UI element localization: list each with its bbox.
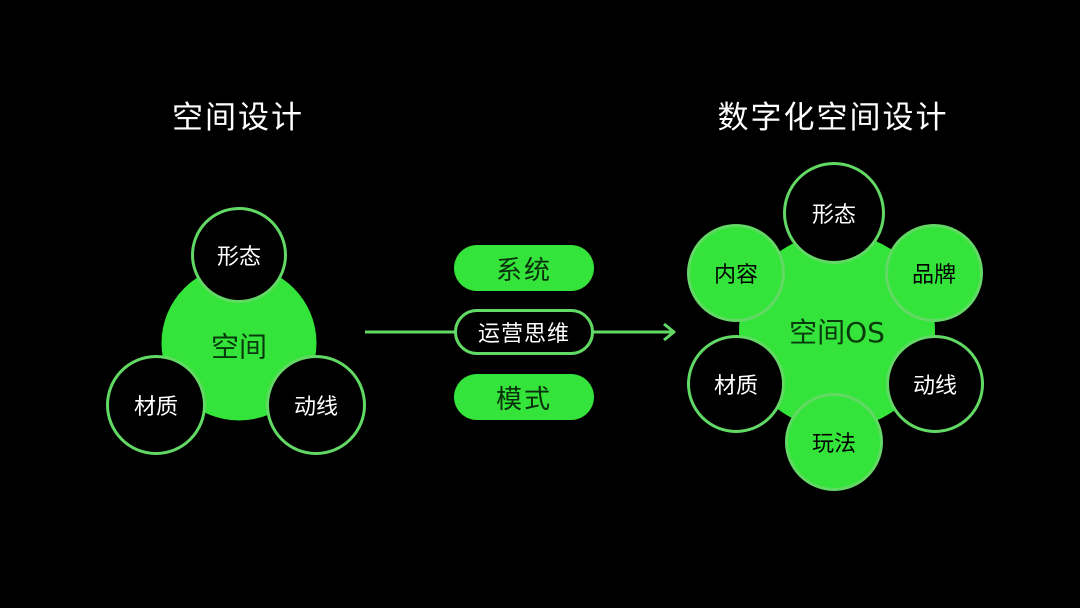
right-node-bottom: 玩法: [785, 393, 883, 491]
left-center-label: 空间: [210, 330, 267, 363]
right-node-bottom-left-label: 材质: [713, 374, 758, 399]
left-node-left-label: 材质: [133, 395, 178, 420]
left-title: 空间设计: [172, 100, 304, 136]
pill-mode: 模式: [454, 374, 594, 420]
pill-operation-thinking-label: 运营思维: [477, 322, 570, 347]
pill-mode-label: 模式: [495, 384, 552, 415]
pill-operation-thinking: 运营思维: [454, 309, 594, 355]
right-node-bottom-right-label: 动线: [912, 374, 957, 399]
left-node-top-label: 形态: [216, 245, 261, 270]
left-node-top: 形态: [191, 207, 287, 303]
left-node-left: 材质: [106, 355, 206, 455]
right-node-bottom-right: 动线: [886, 335, 984, 433]
right-node-top-right: 品牌: [885, 224, 983, 322]
right-node-top-left-label: 内容: [713, 263, 758, 288]
pill-system-label: 系统: [495, 255, 552, 286]
right-node-top-right-label: 品牌: [911, 263, 956, 288]
left-node-right-label: 动线: [293, 395, 338, 420]
right-node-bottom-label: 玩法: [811, 432, 856, 457]
pill-system: 系统: [454, 245, 594, 291]
right-node-top: 形态: [783, 162, 885, 264]
right-node-top-left: 内容: [687, 224, 785, 322]
right-title: 数字化空间设计: [717, 100, 949, 136]
right-node-bottom-left: 材质: [687, 335, 785, 433]
right-node-top-label: 形态: [811, 203, 856, 228]
left-node-right: 动线: [266, 355, 366, 455]
right-center-label: 空间OS: [789, 316, 885, 349]
arrow-head: [663, 322, 676, 342]
